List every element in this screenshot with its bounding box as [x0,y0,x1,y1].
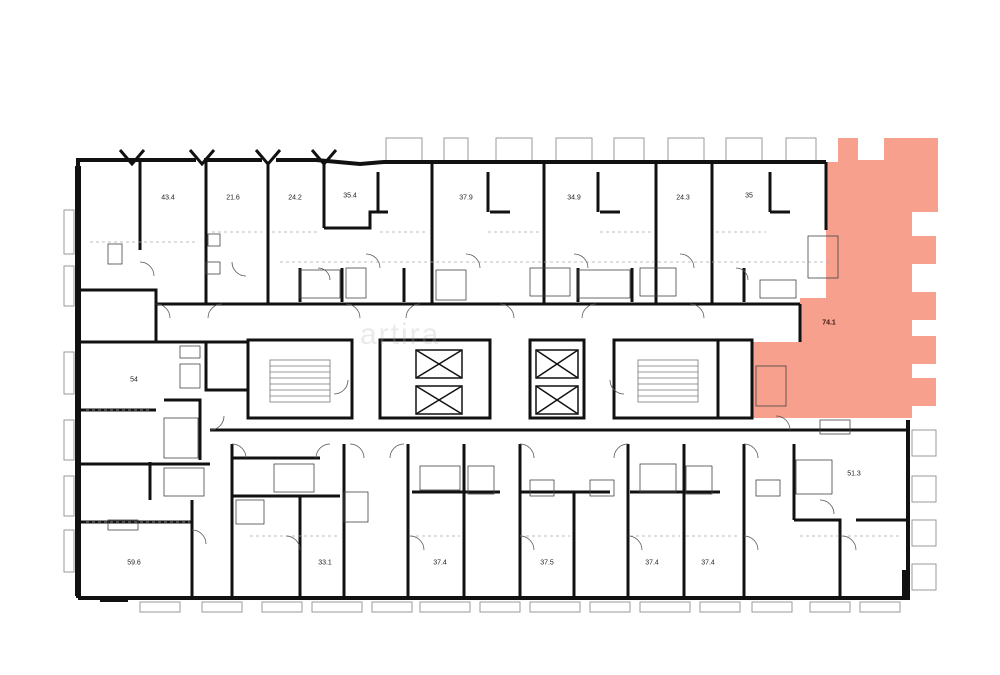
area-label-37-4-b[interactable]: 37.4 [645,559,659,567]
area-label-37-5[interactable]: 37.5 [540,559,554,567]
balconies-top [385,137,817,163]
highlighted-apartment[interactable] [752,138,938,418]
bay-windows [118,149,338,167]
corridor-walls [80,288,910,598]
lift-shafts [415,349,579,415]
dashed-lines [86,231,900,537]
area-label-37-9[interactable]: 37.9 [459,194,473,202]
area-label-24-3[interactable]: 24.3 [676,194,690,202]
top-partitions [138,160,828,304]
area-label-51-3[interactable]: 51.3 [847,470,861,478]
watermark: artira [360,318,441,351]
area-label-34-9[interactable]: 34.9 [567,194,581,202]
area-label-35[interactable]: 35 [745,192,753,200]
stair-flights [269,359,699,403]
fixtures [107,233,851,531]
door-swings [139,253,857,551]
east-facade-segment [902,570,908,600]
windows-bottom [139,601,901,613]
south-facade-segment [100,596,128,602]
area-label-74-1[interactable]: 74.1 [822,319,836,327]
area-label-54[interactable]: 54 [130,376,138,384]
area-label-59-6[interactable]: 59.6 [127,559,141,567]
west-facade-wall [75,166,81,596]
area-label-43-4[interactable]: 43.4 [161,194,175,202]
area-label-33-1[interactable]: 33.1 [318,559,332,567]
balconies-right [911,429,937,591]
area-label-37-4-c[interactable]: 37.4 [701,559,715,567]
windows-left [63,209,75,573]
area-label-35-4[interactable]: 35.4 [343,192,357,200]
area-label-37-4-a[interactable]: 37.4 [433,559,447,567]
area-label-21-6[interactable]: 21.6 [226,194,240,202]
bottom-partitions [232,444,908,598]
area-label-24-2[interactable]: 24.2 [288,194,302,202]
building-core [246,338,754,420]
